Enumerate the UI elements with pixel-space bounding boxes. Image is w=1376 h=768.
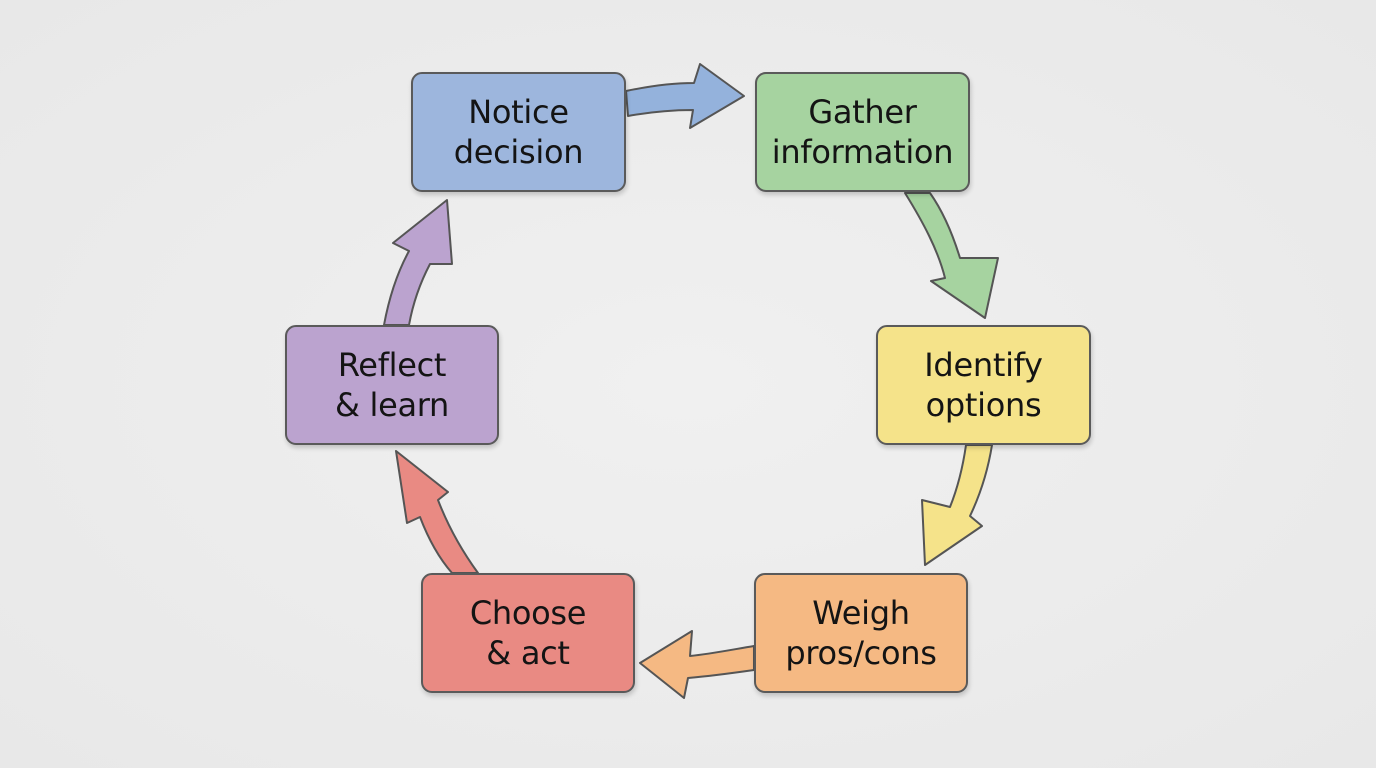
step-label: Choose & act <box>469 594 587 672</box>
step-notice-decision: Notice decision <box>411 72 626 192</box>
step-label: Weigh pros/cons <box>785 594 937 672</box>
arrow-choose-to-reflect <box>395 450 479 574</box>
arrow-notice-to-gather <box>625 63 745 129</box>
step-weigh-pros-cons: Weigh pros/cons <box>754 573 968 693</box>
arrow-reflect-to-notice <box>383 199 453 326</box>
arrow-weigh-to-choose <box>639 630 755 699</box>
step-identify-options: Identify options <box>876 325 1091 445</box>
step-choose-and-act: Choose & act <box>421 573 635 693</box>
step-label: Gather information <box>771 93 954 171</box>
step-gather-information: Gather information <box>755 72 970 192</box>
step-reflect-and-learn: Reflect & learn <box>285 325 499 445</box>
step-label: Notice decision <box>453 93 584 171</box>
step-label: Identify options <box>924 346 1043 424</box>
arrow-gather-to-identify <box>904 192 999 319</box>
arrow-identify-to-weigh <box>921 444 993 566</box>
step-label: Reflect & learn <box>334 346 450 424</box>
